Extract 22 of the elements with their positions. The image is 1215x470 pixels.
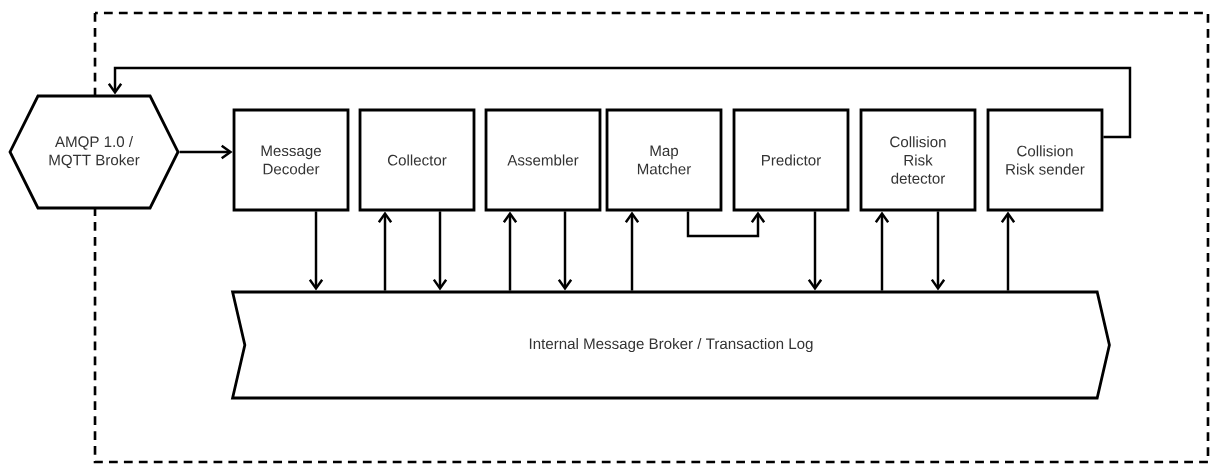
arrow xyxy=(377,211,393,291)
process-box: Message Decoder xyxy=(232,108,350,212)
chevron-band: Internal Message Broker / Transaction Log xyxy=(230,290,1111,400)
process-box: Map Matcher xyxy=(605,108,723,212)
arrow xyxy=(930,211,946,291)
arrow xyxy=(432,211,448,291)
arrow xyxy=(308,211,324,291)
process-box: Collision Risk detector xyxy=(859,108,977,212)
arrow xyxy=(502,211,518,291)
arrow xyxy=(179,144,233,160)
arrow xyxy=(874,211,890,291)
arrow xyxy=(807,211,823,291)
process-box: Collision Risk sender xyxy=(986,108,1104,212)
process-box: Collector xyxy=(358,108,476,212)
arrow xyxy=(557,211,573,291)
process-box: Assembler xyxy=(484,108,602,212)
process-box: Predictor xyxy=(732,108,850,212)
arrow xyxy=(686,211,766,238)
arrow xyxy=(1000,211,1016,291)
arrow xyxy=(624,211,640,291)
hexagon-node: AMQP 1.0 / MQTT Broker xyxy=(8,94,180,210)
arrow xyxy=(107,66,1132,139)
